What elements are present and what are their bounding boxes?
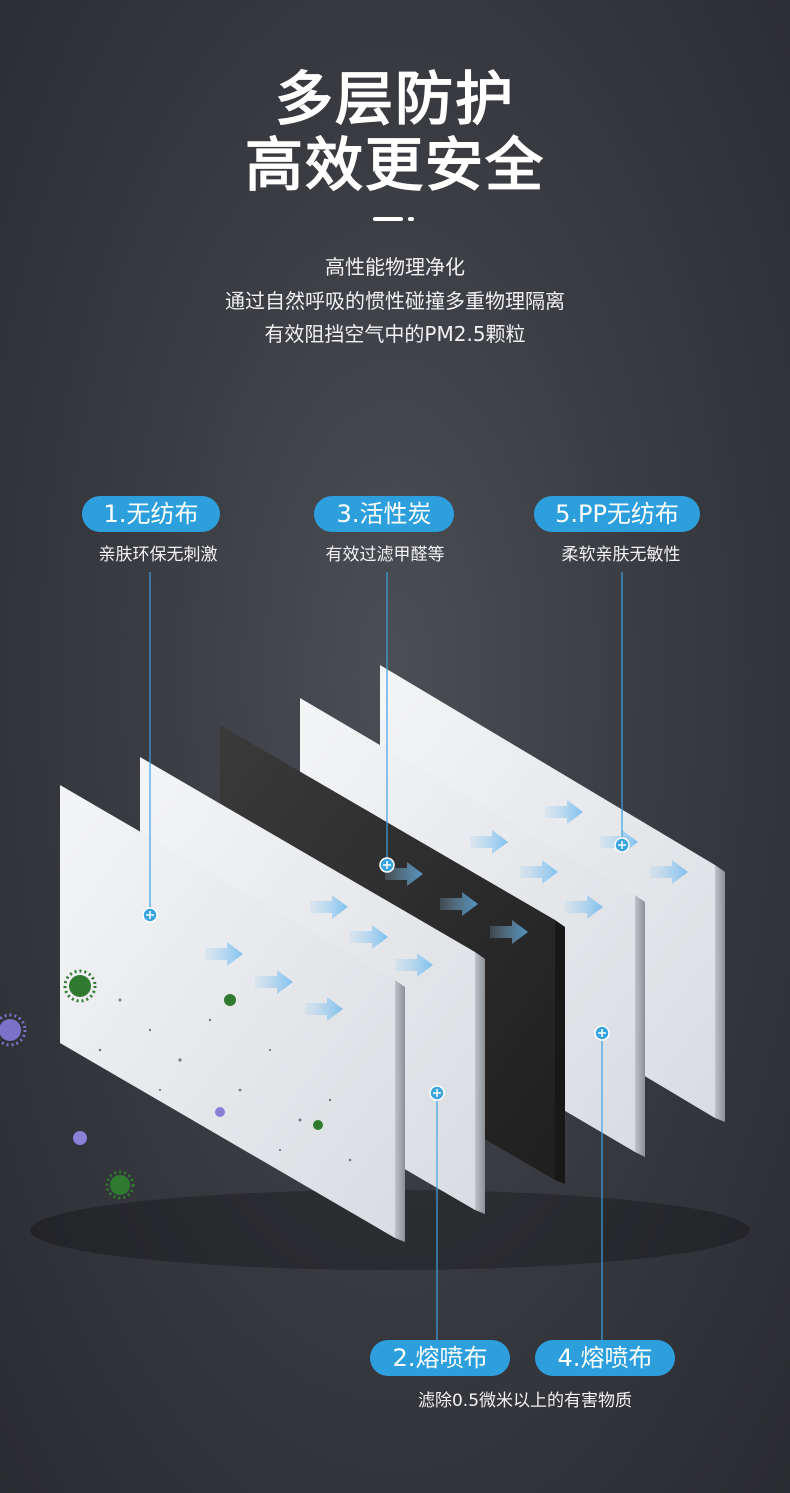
marker-layer5: [614, 837, 630, 853]
layer3-desc: 有效过滤甲醛等: [325, 545, 445, 565]
virus-particles: [0, 969, 323, 1200]
layer4-label: 4.熔喷布: [535, 1340, 675, 1376]
layer3-label: 3.活性炭: [314, 496, 454, 532]
layer2-label: 2.熔喷布: [370, 1340, 510, 1376]
layer2-4-desc: 滤除0.5微米以上的有害物质: [417, 1391, 633, 1411]
title-divider: [373, 217, 403, 221]
layer1-nonwoven: [60, 785, 405, 1242]
title-divider-dot: [408, 217, 414, 221]
layer5-label: 5.PP无纺布: [534, 496, 700, 532]
marker-layer3: [379, 857, 395, 873]
page-title-line1: 多层防护: [274, 65, 515, 133]
callout-markers: [142, 837, 630, 1101]
layer5-desc: 柔软亲肤无敏性: [561, 545, 681, 565]
marker-layer2: [429, 1085, 445, 1101]
marker-layer1: [142, 907, 158, 923]
description-line1: 高性能物理净化: [325, 255, 465, 279]
page-title-line2: 高效更安全: [244, 131, 545, 199]
layer1-desc: 亲肤环保无刺激: [98, 545, 218, 565]
layer1-label: 1.无纺布: [82, 496, 220, 532]
marker-layer4: [594, 1025, 610, 1041]
description-line2: 通过自然呼吸的惯性碰撞多重物理隔离: [225, 289, 565, 313]
callout-lines: [149, 572, 623, 1340]
description-line3: 有效阻挡空气中的PM2.5颗粒: [264, 322, 526, 346]
